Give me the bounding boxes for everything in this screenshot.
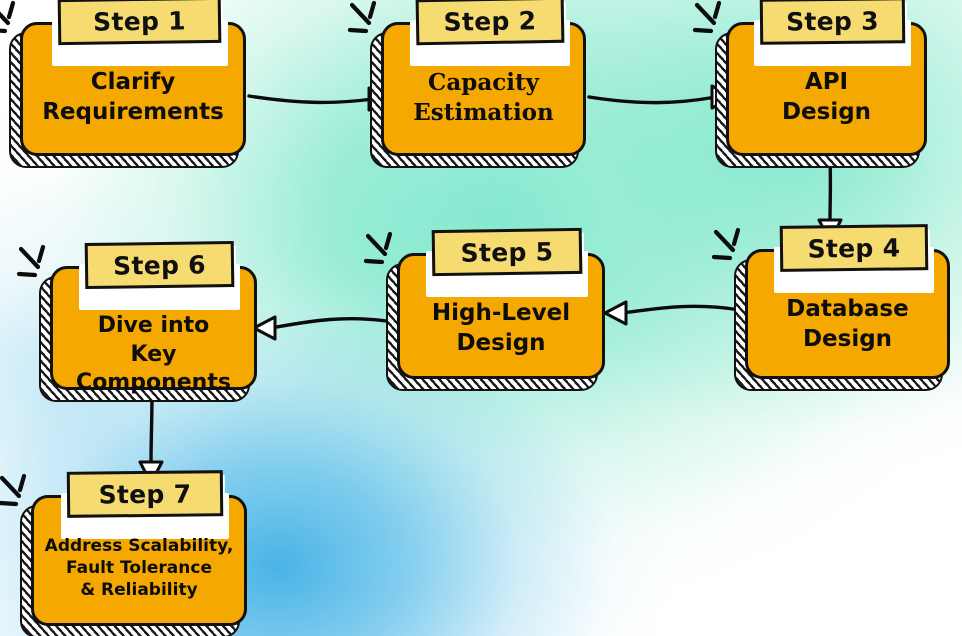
step-tag-label: Step 7 — [66, 470, 224, 518]
sparkle-icon — [359, 229, 405, 275]
sparkle-icon — [707, 225, 753, 271]
step-tag-label: Step 4 — [779, 224, 929, 272]
step-tag-label: Step 1 — [57, 0, 222, 46]
sparkle-icon — [12, 242, 58, 288]
step-tag-label: Step 5 — [431, 227, 583, 277]
sparkle-icon — [688, 0, 734, 44]
sparkle-icon — [343, 0, 389, 44]
sparkle-icon — [0, 471, 39, 517]
step-tag-label: Step 6 — [84, 240, 235, 290]
step-tag-label: Step 3 — [759, 0, 906, 45]
sparkle-icon — [0, 0, 28, 44]
step-tag-label: Step 2 — [415, 0, 565, 46]
